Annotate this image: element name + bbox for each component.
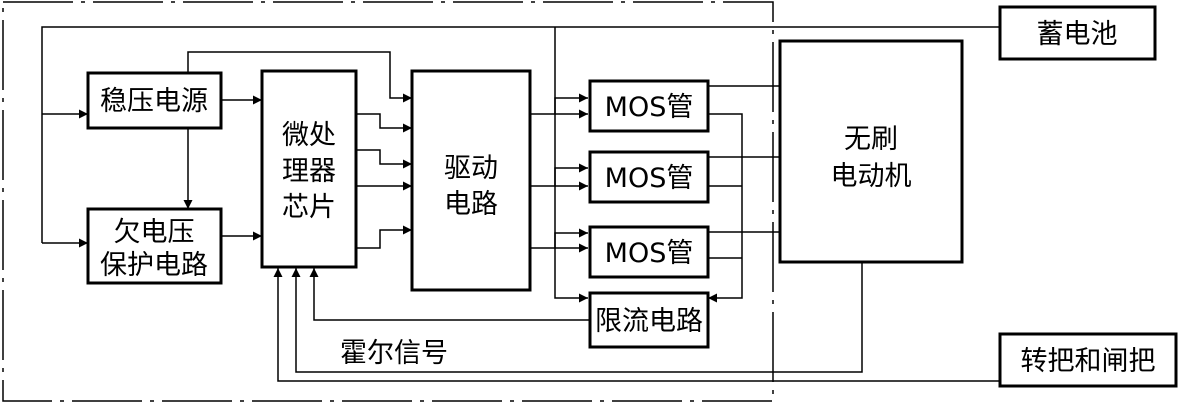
mcu-label-3: 芯片: [282, 192, 336, 223]
hall-signal-label: 霍尔信号: [340, 338, 448, 369]
driver-label-2: 电路: [444, 189, 498, 220]
connections: [41, 26, 1000, 382]
battery-label: 蓄电池: [1037, 19, 1118, 50]
supply-branch: [554, 27, 588, 303]
throttle-line: [273, 268, 1000, 382]
driver-block: 驱动 电路: [410, 69, 532, 292]
mos-block-3: MOS管: [588, 225, 710, 279]
mos-label-3: MOS管: [605, 238, 694, 269]
current-limit-block: 限流电路: [588, 291, 710, 349]
mos-block-1: MOS管: [588, 79, 710, 133]
mos1-feedback: [708, 113, 743, 303]
undervoltage-label-1: 欠电压: [114, 217, 195, 248]
mcu-label-1: 微处: [282, 120, 336, 151]
mos-label-2: MOS管: [605, 163, 694, 194]
undervoltage-label-2: 保护电路: [100, 250, 208, 281]
battery-block: 蓄电池: [998, 5, 1157, 61]
current-limit-to-mcu: [309, 268, 590, 321]
regulator-block: 稳压电源: [86, 71, 223, 130]
hall-signal-line: [291, 262, 863, 373]
regulator-to-driver: [187, 51, 412, 103]
throttle-brake-label: 转把和闸把: [1021, 346, 1156, 377]
driver-to-mos2: [530, 163, 588, 187]
motor-block: 无刷 电动机: [778, 39, 964, 264]
driver-label-1: 驱动: [444, 153, 498, 184]
mcu-block: 微处 理器 芯片: [260, 69, 358, 269]
regulator-label: 稳压电源: [100, 86, 208, 117]
driver-to-mos1: [530, 93, 588, 115]
controller-enclosure: [2, 1, 774, 402]
motor-label-1: 无刷: [844, 124, 898, 155]
current-limit-label: 限流电路: [595, 306, 703, 337]
mcu-to-driver-4: [356, 225, 412, 249]
mos-block-2: MOS管: [588, 150, 710, 204]
mcu-to-driver-3: [356, 149, 412, 169]
undervoltage-block: 欠电压 保护电路: [86, 207, 223, 285]
mos-label-1: MOS管: [605, 92, 694, 123]
driver-to-mos3: [530, 228, 588, 249]
throttle-brake-block: 转把和闸把: [998, 332, 1178, 388]
mcu-label-2: 理器: [282, 156, 336, 187]
motor-label-2: 电动机: [831, 161, 912, 192]
battery-bus: [41, 26, 1000, 243]
mcu-to-driver-1: [356, 113, 412, 133]
